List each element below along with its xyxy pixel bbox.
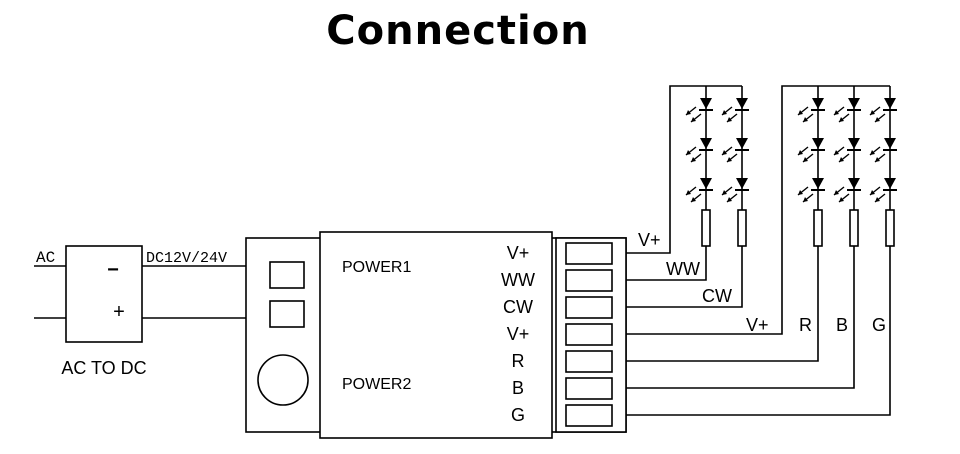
power1-port [269, 261, 305, 289]
resistor-icon [737, 209, 747, 247]
terminal-label: R [512, 351, 525, 371]
dc-output-wires [142, 265, 246, 319]
led-light-arrowhead [686, 150, 691, 155]
led-light-arrowhead [870, 110, 875, 115]
wire-label-v-plus-2: V+ [746, 315, 769, 335]
wire-label-v-plus-1: V+ [638, 230, 661, 250]
wire-label-g: G [872, 315, 886, 335]
led-light-arrowhead [875, 157, 880, 162]
terminal-slot [565, 323, 613, 346]
ac-to-dc-converter [65, 245, 143, 343]
led-diode-icon [884, 98, 896, 109]
ac-label: AC [36, 249, 55, 267]
led-light-arrowhead [839, 157, 844, 162]
led-light-arrowhead [727, 117, 732, 122]
terminal-label: V+ [507, 324, 530, 344]
led-light-arrowhead [839, 197, 844, 202]
led-diode-icon [812, 178, 824, 189]
led-light-arrowhead [727, 197, 732, 202]
led-light-arrowhead [691, 117, 696, 122]
led-diode-icon [848, 138, 860, 149]
led-light-arrowhead [722, 190, 727, 195]
led-diode-icon [884, 178, 896, 189]
led-light-arrowhead [834, 190, 839, 195]
terminal-slot [565, 377, 613, 400]
led-diode-icon [736, 138, 748, 149]
wire-g [626, 246, 891, 416]
led-diode-icon [884, 138, 896, 149]
led-strings [685, 86, 897, 247]
knob-icon [257, 354, 309, 406]
led-light-arrowhead [798, 110, 803, 115]
dc-voltage-label: DC12V/24V [146, 250, 227, 267]
led-light-arrowhead [875, 117, 880, 122]
wire-ww [626, 246, 707, 281]
terminal-label: CW [503, 297, 533, 317]
wire-label-r: R [799, 315, 812, 335]
wire-label-b: B [836, 315, 848, 335]
led-light-arrowhead [798, 150, 803, 155]
terminal-slots [565, 242, 613, 427]
led-diode-icon [812, 98, 824, 109]
resistor-icon [701, 209, 711, 247]
led-light-arrowhead [691, 157, 696, 162]
led-light-arrowhead [834, 110, 839, 115]
terminal-label: V+ [507, 243, 530, 263]
terminal-label: WW [501, 270, 535, 290]
ac-to-dc-caption: AC TO DC [61, 358, 146, 378]
plus-terminal-label: + [113, 301, 125, 323]
wire-label-cw: CW [702, 286, 732, 306]
led-light-arrowhead [839, 117, 844, 122]
power2-port [269, 300, 305, 328]
led-diode-icon [700, 138, 712, 149]
led-diode-icon [736, 98, 748, 109]
minus-terminal-label: − [107, 259, 119, 281]
controller-module [319, 231, 553, 439]
led-diode-icon [736, 178, 748, 189]
resistor-icon [885, 209, 895, 247]
resistor-icon [813, 209, 823, 247]
led-light-arrowhead [722, 150, 727, 155]
terminal-slot [565, 242, 613, 265]
led-light-arrowhead [803, 197, 808, 202]
led-light-arrowhead [798, 190, 803, 195]
wire-label-ww: WW [666, 259, 700, 279]
terminal-label: B [512, 378, 524, 398]
led-light-arrowhead [803, 117, 808, 122]
terminal-slot [565, 350, 613, 373]
led-light-arrowhead [834, 150, 839, 155]
wire-v-plus-2 [626, 85, 890, 335]
terminal-slot [565, 269, 613, 292]
power1-label: POWER1 [342, 259, 411, 276]
resistor-icon [849, 209, 859, 247]
page-title: Connection [326, 8, 590, 54]
terminal-label: G [511, 405, 525, 425]
led-light-arrowhead [686, 110, 691, 115]
led-light-arrowhead [691, 197, 696, 202]
led-diode-icon [700, 98, 712, 109]
terminal-slot [565, 296, 613, 319]
led-light-arrowhead [727, 157, 732, 162]
led-diode-icon [812, 138, 824, 149]
led-light-arrowhead [686, 190, 691, 195]
led-light-arrowhead [803, 157, 808, 162]
wire-cw [626, 246, 743, 308]
led-light-arrowhead [875, 197, 880, 202]
led-diode-icon [848, 98, 860, 109]
terminal-labels: V+ WW CW V+ R B G [501, 243, 535, 425]
led-light-arrowhead [870, 150, 875, 155]
terminal-slot [565, 404, 613, 427]
led-diode-icon [848, 178, 860, 189]
wire-b [626, 246, 855, 389]
power2-label: POWER2 [342, 376, 411, 393]
led-diode-icon [700, 178, 712, 189]
ac-input-wires [34, 265, 66, 319]
led-light-arrowhead [870, 190, 875, 195]
output-wires [626, 85, 891, 416]
wire-r [626, 246, 819, 362]
led-light-arrowhead [722, 110, 727, 115]
